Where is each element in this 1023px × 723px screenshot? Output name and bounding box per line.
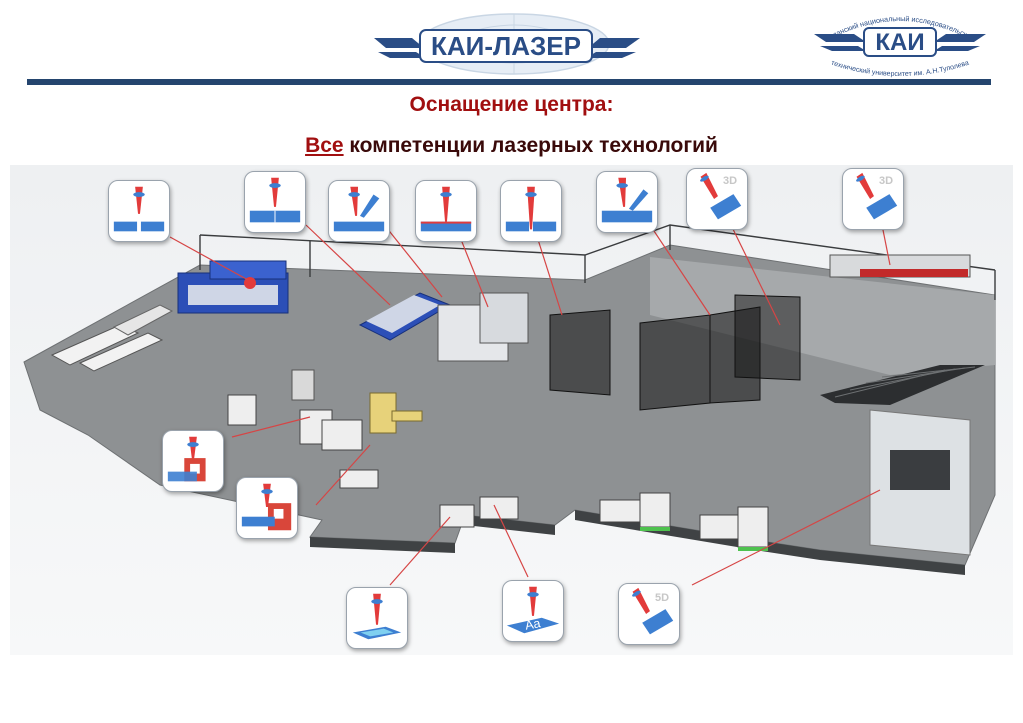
page-subtitle: Все компетенции лазерных технологий bbox=[0, 134, 1023, 158]
mezzanine bbox=[650, 257, 995, 375]
staircase bbox=[820, 365, 985, 405]
subtitle-rest: компетенции лазерных технологий bbox=[343, 134, 718, 157]
floor-front-far bbox=[575, 510, 965, 575]
stair-steps bbox=[834, 366, 976, 398]
callout-robotic-3d[interactable]: 3D bbox=[686, 168, 748, 230]
callout-robotic-3d-line[interactable]: 3D bbox=[842, 168, 904, 230]
kai-university-logo: Казанский национальный исследовательский… bbox=[810, 4, 990, 86]
green-base-markers bbox=[640, 527, 768, 551]
callout-laser-cladding[interactable] bbox=[328, 180, 390, 242]
machine-cell-2 bbox=[479, 292, 529, 344]
callout-surface-treatment[interactable] bbox=[346, 587, 408, 649]
header-rule bbox=[27, 79, 991, 85]
dim-label: 3D bbox=[723, 175, 738, 187]
floor-front-right bbox=[465, 515, 555, 535]
marking-letters: Aa bbox=[524, 616, 542, 632]
subtitle-underlined-word: Все bbox=[305, 134, 344, 157]
plate-left bbox=[113, 221, 138, 232]
logo-left-text: КАИ-ЛАЗЕР bbox=[431, 31, 581, 61]
callout-laser-hardening[interactable] bbox=[415, 180, 477, 242]
callout-robotic-5d[interactable]: 5D bbox=[618, 583, 680, 645]
glass-room-machine bbox=[890, 450, 950, 490]
lab-equipment bbox=[227, 394, 769, 548]
callout-laser-marking[interactable]: Aa bbox=[502, 580, 564, 642]
callout-additive-cladding[interactable] bbox=[236, 477, 298, 539]
leader-lines bbox=[169, 222, 891, 586]
robot-cages bbox=[549, 294, 801, 411]
page-title: Оснащение центра: bbox=[409, 93, 614, 116]
dim-label: 3D bbox=[879, 175, 894, 187]
logo-right-text: КАИ bbox=[875, 29, 924, 56]
right-line-red-bed bbox=[860, 269, 968, 277]
dim-label: 5D bbox=[655, 592, 670, 604]
callout-laser-cutting[interactable] bbox=[108, 180, 170, 242]
lens bbox=[133, 192, 145, 197]
laser-center-floor-plan: 3D 3D bbox=[10, 165, 1013, 655]
blue-gantry-machine bbox=[177, 260, 289, 314]
svg-text:технический университет им. А.: технический университет им. А.Н.Туполева bbox=[830, 60, 970, 78]
laser-beam bbox=[135, 186, 143, 214]
robot-arms bbox=[291, 369, 423, 434]
plate-right bbox=[140, 221, 165, 232]
sheet-stacks bbox=[50, 304, 174, 372]
fence bbox=[199, 224, 996, 300]
callout-additive-manufacturing[interactable] bbox=[162, 430, 224, 492]
floor-front bbox=[310, 537, 455, 553]
callout-laser-welding[interactable] bbox=[244, 171, 306, 233]
callout-laser-drilling[interactable] bbox=[500, 180, 562, 242]
logo-right-caption-bottom: технический университет им. А.Н.Туполева bbox=[830, 60, 970, 78]
kai-laser-logo: КАИ-ЛАЗЕР bbox=[372, 8, 642, 78]
callout-hybrid-welding[interactable] bbox=[596, 171, 658, 233]
